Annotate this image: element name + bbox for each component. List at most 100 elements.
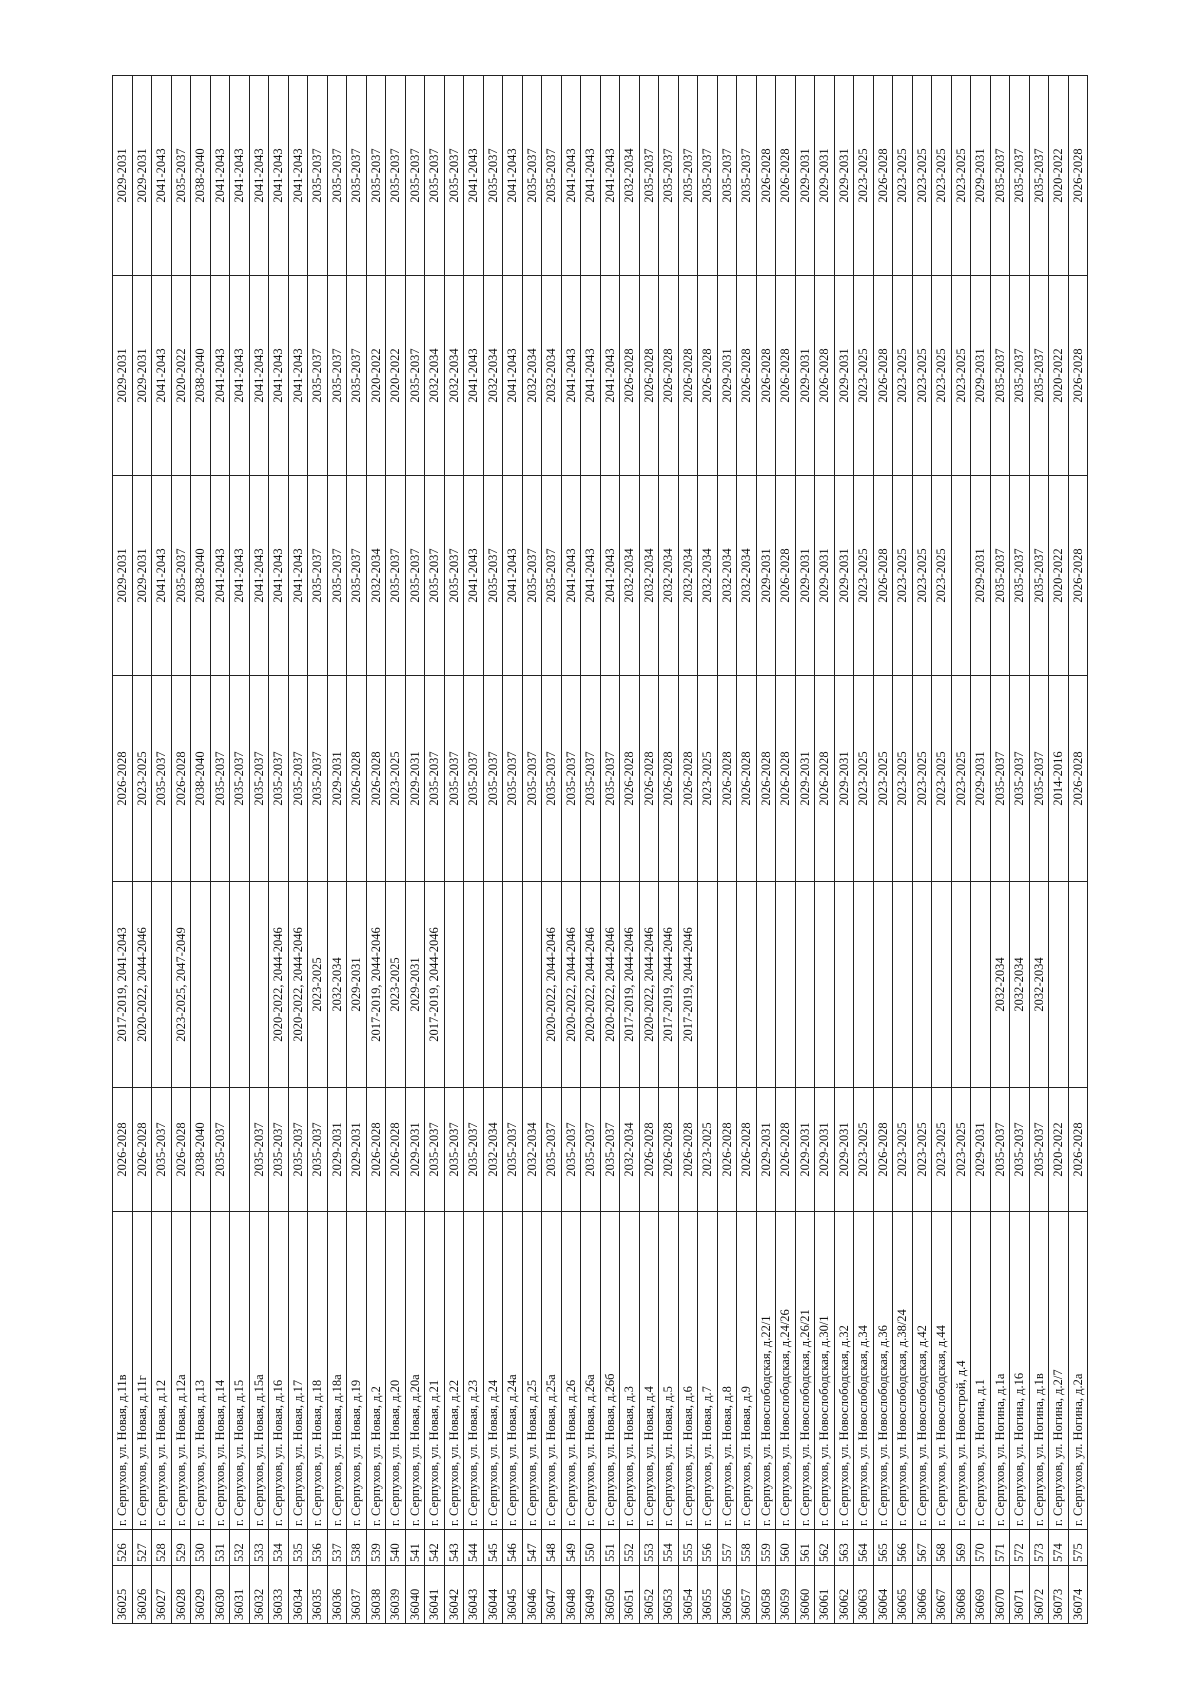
- cell-period-2: [444, 881, 464, 1088]
- cell-period-4: 2035-2037: [522, 475, 542, 676]
- cell-id: 36060: [795, 1565, 815, 1624]
- cell-period-6: 2026-2028: [756, 75, 776, 276]
- cell-period-2: 2023-2025: [307, 881, 327, 1088]
- cell-period-1: 2038-2040: [190, 1087, 210, 1212]
- cell-address: г. Серпухов, ул. Новая, д.26б: [600, 1211, 620, 1530]
- cell-id: 36072: [1029, 1565, 1049, 1624]
- cell-period-3: 2029-2031: [327, 675, 347, 882]
- cell-period-3: 2026-2028: [775, 675, 795, 882]
- cell-period-4: 2032-2034: [619, 475, 639, 676]
- cell-period-6: 2029-2031: [795, 75, 815, 276]
- cell-number: 534: [268, 1529, 288, 1566]
- cell-period-6: 2041-2043: [210, 75, 230, 276]
- cell-period-1: 2026-2028: [678, 1087, 698, 1212]
- cell-period-5: 2026-2028: [756, 275, 776, 476]
- cell-number: 533: [249, 1529, 269, 1566]
- cell-address: г. Серпухов, ул. Новая, д.26: [561, 1211, 581, 1530]
- cell-period-2: [834, 881, 854, 1088]
- cell-period-4: 2038-2040: [190, 475, 210, 676]
- cell-period-6: 2035-2037: [385, 75, 405, 276]
- cell-period-6: 2035-2037: [483, 75, 503, 276]
- cell-period-2: [502, 881, 522, 1088]
- cell-period-2: 2032-2034: [1009, 881, 1029, 1088]
- cell-period-1: 2035-2037: [268, 1087, 288, 1212]
- cell-period-4: 2029-2031: [756, 475, 776, 676]
- cell-period-1: 2026-2028: [736, 1087, 756, 1212]
- cell-id: 36056: [717, 1565, 737, 1624]
- cell-address: г. Серпухов, ул. Новая, д.25: [522, 1211, 542, 1530]
- cell-period-5: 2035-2037: [307, 275, 327, 476]
- cell-number: 554: [658, 1529, 678, 1566]
- cell-number: 547: [522, 1529, 542, 1566]
- cell-number: 530: [190, 1529, 210, 1566]
- cell-period-5: 2023-2025: [912, 275, 932, 476]
- cell-period-2: 2029-2031: [405, 881, 425, 1088]
- cell-period-6: 2035-2037: [678, 75, 698, 276]
- cell-period-1: 2035-2037: [463, 1087, 483, 1212]
- cell-period-2: 2020-2022, 2044-2046: [580, 881, 600, 1088]
- cell-period-6: 2035-2037: [522, 75, 542, 276]
- cell-id: 36042: [444, 1565, 464, 1624]
- cell-period-3: 2038-2040: [190, 675, 210, 882]
- cell-period-3: 2029-2031: [834, 675, 854, 882]
- cell-period-5: 2041-2043: [288, 275, 308, 476]
- cell-address: г. Серпухов, ул. Новая, д.2: [366, 1211, 386, 1530]
- cell-period-6: 2029-2031: [814, 75, 834, 276]
- cell-id: 36063: [853, 1565, 873, 1624]
- cell-period-4: 2041-2043: [502, 475, 522, 676]
- cell-number: 535: [288, 1529, 308, 1566]
- cell-id: 36066: [912, 1565, 932, 1624]
- cell-period-2: [210, 881, 230, 1088]
- cell-id: 36043: [463, 1565, 483, 1624]
- cell-address: г. Серпухов, ул. Новая, д.7: [697, 1211, 717, 1530]
- cell-period-6: 2035-2037: [541, 75, 561, 276]
- cell-address: г. Серпухов, ул. Новослободская, д.34: [853, 1211, 873, 1530]
- cell-period-3: 2035-2037: [424, 675, 444, 882]
- cell-address: г. Серпухов, ул. Новая, д.24: [483, 1211, 503, 1530]
- cell-period-6: 2035-2037: [307, 75, 327, 276]
- cell-period-1: 2023-2025: [951, 1087, 971, 1212]
- cell-period-6: 2038-2040: [190, 75, 210, 276]
- cell-period-3: 2035-2037: [307, 675, 327, 882]
- cell-number: 553: [639, 1529, 659, 1566]
- cell-period-1: 2026-2028: [112, 1087, 132, 1212]
- cell-number: 573: [1029, 1529, 1049, 1566]
- cell-address: г. Серпухов, ул. Новая, д.9: [736, 1211, 756, 1530]
- cell-id: 36074: [1068, 1565, 1088, 1624]
- cell-period-6: 2023-2025: [931, 75, 951, 276]
- cell-number: 532: [229, 1529, 249, 1566]
- cell-period-5: 2026-2028: [873, 275, 893, 476]
- cell-period-3: 2035-2037: [288, 675, 308, 882]
- cell-period-3: 2026-2028: [678, 675, 698, 882]
- cell-id: 36065: [892, 1565, 912, 1624]
- cell-id: 36030: [210, 1565, 230, 1624]
- cell-period-6: 2035-2037: [736, 75, 756, 276]
- cell-address: г. Серпухов, ул. Новая, д.25а: [541, 1211, 561, 1530]
- cell-period-5: 2020-2022: [366, 275, 386, 476]
- cell-period-3: 2035-2037: [522, 675, 542, 882]
- cell-period-5: 2032-2034: [444, 275, 464, 476]
- cell-period-1: 2026-2028: [717, 1087, 737, 1212]
- cell-period-6: 2035-2037: [717, 75, 737, 276]
- cell-id: 36048: [561, 1565, 581, 1624]
- cell-period-2: 2020-2022, 2044-2046: [288, 881, 308, 1088]
- cell-number: 546: [502, 1529, 522, 1566]
- cell-id: 36059: [775, 1565, 795, 1624]
- cell-number: 574: [1048, 1529, 1068, 1566]
- cell-number: 549: [561, 1529, 581, 1566]
